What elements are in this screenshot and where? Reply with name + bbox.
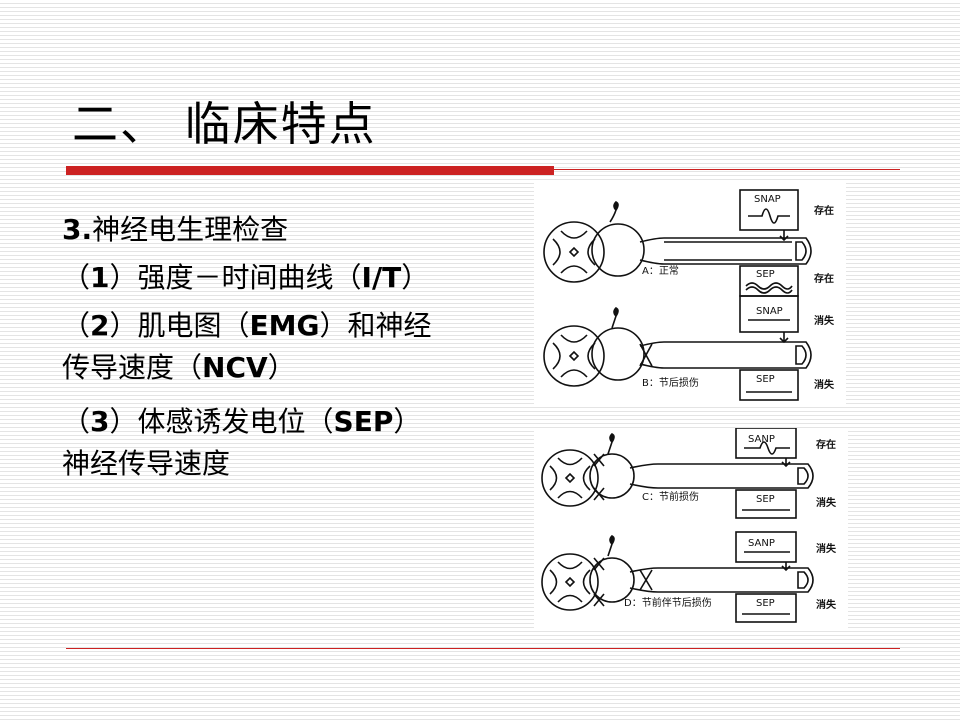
nerve-diagram-svg-bottom: C：节前损伤 SANP 存在 SEP 消失 D：节前伴节后损伤 SANP 消失 … [541,427,837,623]
diagram-a-label: A：正常 [642,264,679,277]
diagram-d-label: D：节前伴节后损伤 [624,596,712,609]
diagram-d-lower-box: SEP [756,598,775,609]
diagram-c-lower-box: SEP [756,494,775,505]
body-line-5: （3）体感诱发电位（SEP） [62,405,422,438]
body-line-3: （2）肌电图（EMG）和神经 [62,309,432,342]
diagram-c-label: C：节前损伤 [642,490,699,503]
title-underline-thick [66,166,554,175]
diagram-b-upper-status: 消失 [814,314,835,327]
body-line-4: 传导速度（NCV） [62,351,296,384]
diagram-d [541,531,814,623]
diagram-a-lower-box: SEP [756,269,775,280]
diagram-c-upper-box: SANP [748,434,775,445]
slide-body: 3.神经电生理检查 （1）强度－时间曲线（I/T） （2）肌电图（EMG）和神经… [62,206,532,488]
body-line-6: 神经传导速度 [62,447,231,480]
diagram-b-label: B：节后损伤 [642,376,699,389]
body-line-1: 3.神经电生理检查 [62,213,289,246]
nerve-diagram-figure-top: A：正常 SNAP 存在 SEP 存在 B：节后损伤 SNAP 消失 SEP 消… [534,182,846,406]
body-line-2: （1）强度－时间曲线（I/T） [62,261,430,294]
diagram-d-lower-status: 消失 [816,598,837,611]
nerve-diagram-figure-bottom: C：节前损伤 SANP 存在 SEP 消失 D：节前伴节后损伤 SANP 消失 … [534,427,848,628]
diagram-c [541,427,814,519]
diagram-b-lower-status: 消失 [814,378,835,391]
diagram-a [543,189,812,297]
diagram-b-upper-box: SNAP [756,306,783,317]
nerve-diagram-svg-top: A：正常 SNAP 存在 SEP 存在 B：节后损伤 SNAP 消失 SEP 消… [543,189,835,401]
diagram-a-upper-status: 存在 [814,204,834,217]
diagram-b [543,295,812,401]
diagram-c-lower-status: 消失 [816,496,837,509]
diagram-b-lower-box: SEP [756,374,775,385]
diagram-a-upper-box: SNAP [754,194,781,205]
diagram-a-lower-status: 存在 [814,272,834,285]
diagram-d-upper-status: 消失 [816,542,837,555]
footer-rule [66,648,900,649]
slide-title: 二、 临床特点 [72,97,377,151]
diagram-d-upper-box: SANP [748,538,775,549]
diagram-c-upper-status: 存在 [816,438,836,451]
title-underline-thin [554,169,900,170]
